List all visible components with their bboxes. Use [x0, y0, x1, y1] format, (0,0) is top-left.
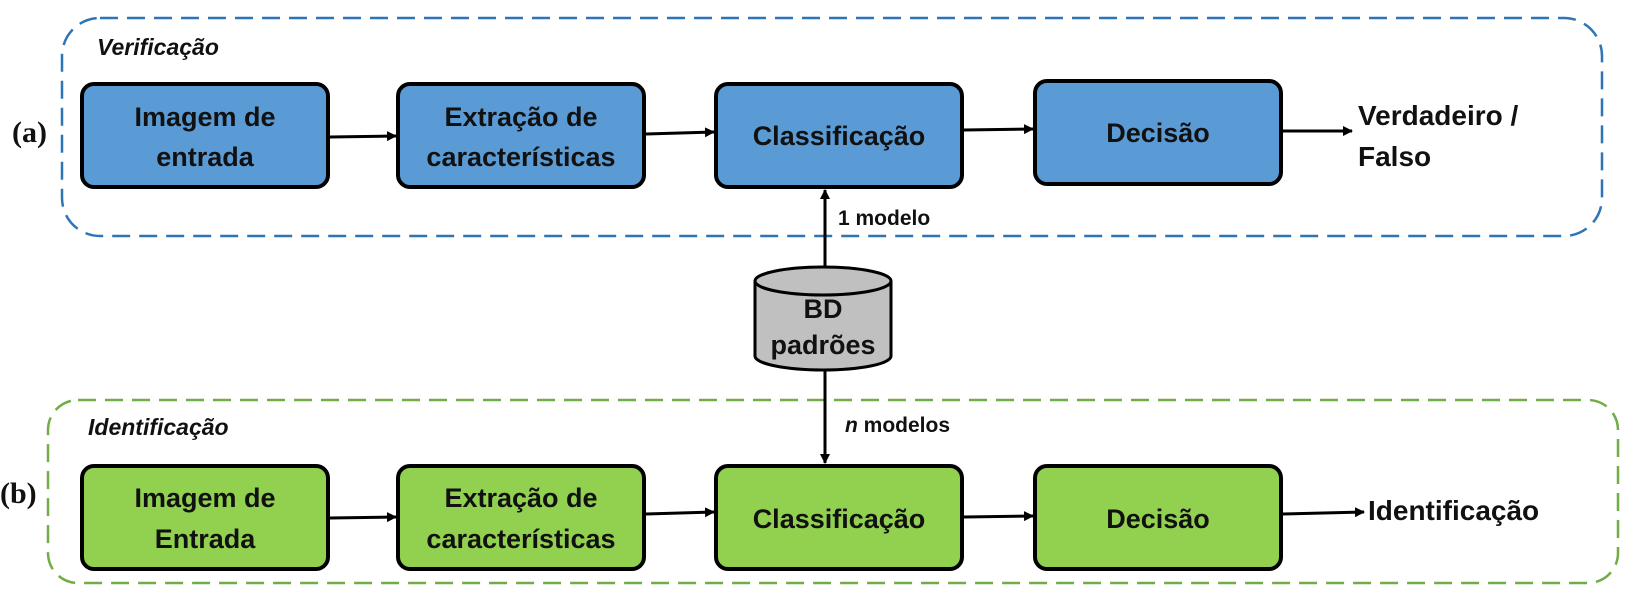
verification-arrow-3 — [963, 124, 1034, 135]
verification-extraction-line1: Extração de — [444, 102, 597, 132]
identification-input-line2: Entrada — [155, 524, 257, 554]
identification-extraction-line2: características — [426, 524, 615, 554]
identification-decision-label: Decisão — [1106, 504, 1210, 534]
identification-arrow-2 — [645, 507, 715, 518]
identification-output: Identificação — [1368, 495, 1539, 526]
identification-extraction-line1: Extração de — [444, 483, 597, 513]
identification-model-label: n modelos — [845, 414, 950, 437]
database-label-line1: BD — [804, 294, 843, 324]
verification-input-box — [80, 82, 330, 189]
identification-classification-label: Classificação — [753, 504, 926, 534]
verification-arrow-2 — [645, 127, 715, 138]
verification-decision-label: Decisão — [1106, 118, 1210, 148]
verification-classification-box — [714, 82, 964, 189]
identification-title: Identificação — [88, 414, 229, 440]
verification-output-line1: Verdadeiro / — [1358, 100, 1519, 131]
identification-arrow-1 — [329, 512, 397, 523]
label-b: (b) — [0, 477, 37, 510]
identification-input-line1: Imagem de — [134, 483, 275, 513]
identification-arrow-out — [1282, 507, 1365, 518]
database-label-line2: padrões — [770, 330, 875, 360]
verification-input-line2: entrada — [156, 142, 255, 172]
identification-extraction-box — [396, 464, 646, 571]
identification-decision-box — [1033, 464, 1283, 571]
identification-arrow-3 — [963, 511, 1034, 522]
verification-extraction-box — [396, 82, 646, 189]
verification-input-line1: Imagem de — [134, 102, 275, 132]
identification-classification-box — [714, 464, 964, 571]
verification-output-line2: Falso — [1358, 141, 1431, 172]
verification-title: Verificação — [97, 34, 219, 60]
identification-input-box — [80, 464, 330, 571]
label-a: (a) — [12, 116, 47, 149]
verification-model-label: 1 modelo — [838, 207, 930, 230]
verification-arrow-1 — [329, 131, 397, 142]
database-cylinder — [753, 265, 893, 372]
verification-classification-label: Classificação — [753, 121, 926, 151]
verification-extraction-line2: características — [426, 142, 615, 172]
verification-group-border — [60, 16, 1604, 238]
verification-decision-box — [1033, 79, 1283, 186]
